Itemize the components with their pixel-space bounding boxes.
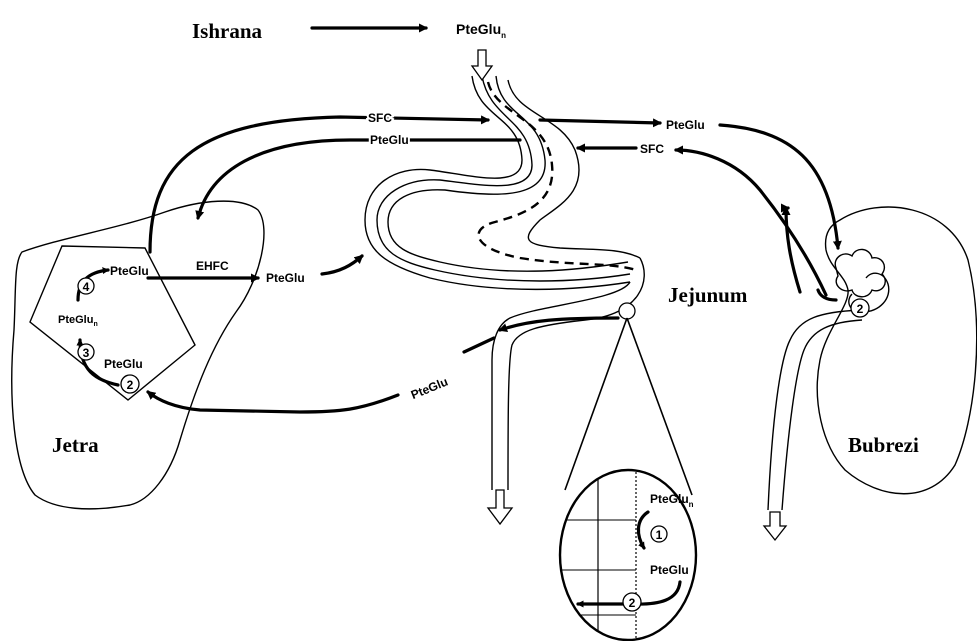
step-number: 1 — [656, 528, 663, 542]
step-number: 2 — [127, 378, 134, 392]
diet-inflow-arrow — [472, 50, 492, 80]
label-pteglu-top-left: PteGlu — [370, 133, 409, 147]
arrow-pteglu-to-kidney — [540, 120, 660, 123]
jejunum-villus-point — [619, 303, 635, 319]
diet-compound-label: PteGlun — [456, 21, 506, 40]
step-circle-2-liver: 2 — [121, 375, 139, 393]
step-number: 4 — [83, 280, 90, 294]
label-zoom-pteglu: PteGlu — [650, 563, 689, 577]
step-circle-3-liver: 3 — [78, 344, 94, 360]
gut-lumen-dashed — [479, 82, 636, 270]
step-circle-4-liver: 4 — [78, 278, 94, 294]
label-sfc-right: SFC — [640, 142, 664, 156]
step-circle-1-zoom: 1 — [651, 526, 667, 542]
label-sfc-top: SFC — [368, 111, 392, 125]
step-circle-2-kidney: 2 — [851, 299, 869, 317]
step-number: 3 — [83, 346, 90, 360]
step-number: 2 — [629, 596, 636, 610]
urine-outflow-arrow — [764, 512, 786, 540]
label-pteglu-ehfc: PteGlu — [266, 271, 305, 285]
label-ehfc: EHFC — [196, 259, 229, 273]
label-pteglu-top-right: PteGlu — [666, 118, 705, 132]
step-number: 2 — [857, 302, 864, 316]
kidney-label: Bubrezi — [848, 433, 919, 457]
label-pteglu-return: PteGlu — [409, 375, 450, 402]
liver-label: Jetra — [52, 433, 99, 457]
label-liver-pteglu-n: PteGlun — [58, 314, 98, 328]
step-circle-2-zoom: 2 — [623, 593, 641, 611]
arrow-sfc-liver-to-gut — [150, 117, 488, 252]
arrow-pteglu-gut-to-liver — [198, 140, 520, 218]
label-liver-pteglu-bottom: PteGlu — [104, 357, 143, 371]
diet-label: Ishrana — [192, 19, 263, 43]
jejunum-label: Jejunum — [668, 283, 748, 307]
gut-outflow-arrow — [488, 490, 512, 524]
label-liver-pteglu-top: PteGlu — [110, 264, 149, 278]
